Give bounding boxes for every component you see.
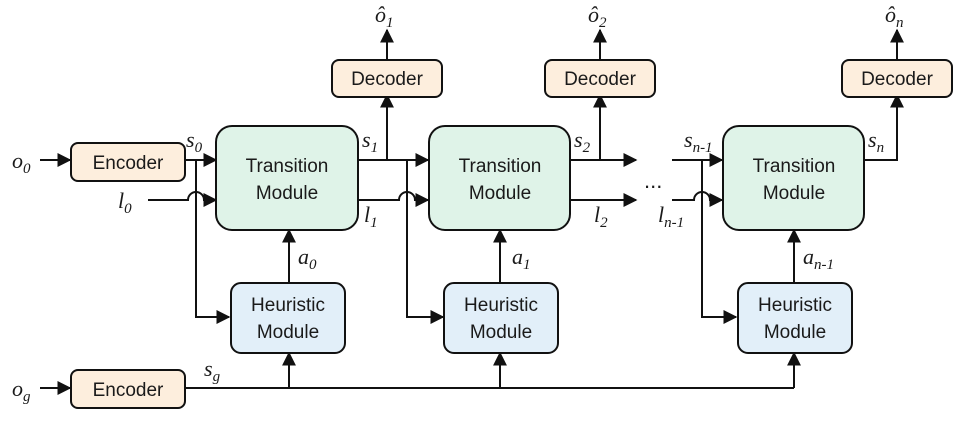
heuristic-module-n-1: Heuristic Module xyxy=(737,282,853,354)
heuristic-module-1-line2: Module xyxy=(470,322,532,343)
decoder-n: Decoder xyxy=(841,59,953,98)
decoder-n-label: Decoder xyxy=(861,69,933,90)
label-ohatn: ôn xyxy=(885,2,904,31)
transition-module-n-1-box xyxy=(722,125,865,231)
heuristic-module-1: Heuristic Module xyxy=(443,282,559,354)
label-ohat1: ô1 xyxy=(375,2,394,31)
transition-module-0-line2: Module xyxy=(256,183,318,204)
decoder-n-box xyxy=(841,59,953,98)
transition-module-0: Transition Module xyxy=(215,125,359,231)
transition-module-1: Transition Module xyxy=(428,125,571,231)
math-labels: o0 og s0 s1 s2 sn-1 sn sg l0 l1 l2 ln-1 … xyxy=(12,2,904,405)
decoder-1-box xyxy=(331,59,443,98)
label-s2: s2 xyxy=(574,127,591,156)
label-sn: sn xyxy=(868,127,884,156)
encoder-observation-label: Encoder xyxy=(93,153,164,174)
heuristic-module-0-box xyxy=(230,282,346,354)
label-og: og xyxy=(12,376,31,405)
encoder-observation-box xyxy=(70,142,186,182)
encoder-goal: Encoder xyxy=(70,369,186,409)
decoder-2: Decoder xyxy=(544,59,656,98)
heuristic-module-0-line1: Heuristic xyxy=(251,295,325,316)
connectors xyxy=(40,28,904,395)
encoder-observation: Encoder xyxy=(70,142,186,182)
heuristic-module-0: Heuristic Module xyxy=(230,282,346,354)
transition-module-1-box xyxy=(428,125,571,231)
label-a1: a1 xyxy=(512,244,531,273)
heuristic-module-1-box xyxy=(443,282,559,354)
transition-module-n-1-line2: Module xyxy=(763,183,825,204)
label-sn-1: sn-1 xyxy=(684,127,713,156)
transition-module-1-line2: Module xyxy=(469,183,531,204)
heuristic-module-n-1-box xyxy=(737,282,853,354)
decoder-1: Decoder xyxy=(331,59,443,98)
heuristic-module-1-line1: Heuristic xyxy=(464,295,538,316)
label-s1: s1 xyxy=(362,127,378,156)
ellipsis: ... xyxy=(644,168,662,193)
transition-module-n-1-line1: Transition xyxy=(753,156,836,177)
label-ln-1: ln-1 xyxy=(658,202,684,231)
label-a0: a0 xyxy=(298,244,317,273)
decoder-2-box xyxy=(544,59,656,98)
encoder-goal-label: Encoder xyxy=(93,380,164,401)
transition-module-0-line1: Transition xyxy=(246,156,329,177)
label-ohat2: ô2 xyxy=(588,2,607,31)
label-l0: l0 xyxy=(118,188,132,217)
transition-module-0-box xyxy=(215,125,359,231)
encoder-goal-box xyxy=(70,369,186,409)
label-s0: s0 xyxy=(186,127,203,156)
label-l2: l2 xyxy=(594,202,608,231)
transition-module-1-line1: Transition xyxy=(459,156,542,177)
label-sg: sg xyxy=(204,356,221,385)
label-an-1: an-1 xyxy=(803,244,834,273)
heuristic-module-n-1-line1: Heuristic xyxy=(758,295,832,316)
label-l1: l1 xyxy=(364,202,378,231)
transition-module-n-1: Transition Module xyxy=(722,125,865,231)
label-o0: o0 xyxy=(12,148,31,177)
heuristic-module-n-1-line2: Module xyxy=(764,322,826,343)
decoder-2-label: Decoder xyxy=(564,69,636,90)
decoder-1-label: Decoder xyxy=(351,69,423,90)
heuristic-module-0-line2: Module xyxy=(257,322,319,343)
